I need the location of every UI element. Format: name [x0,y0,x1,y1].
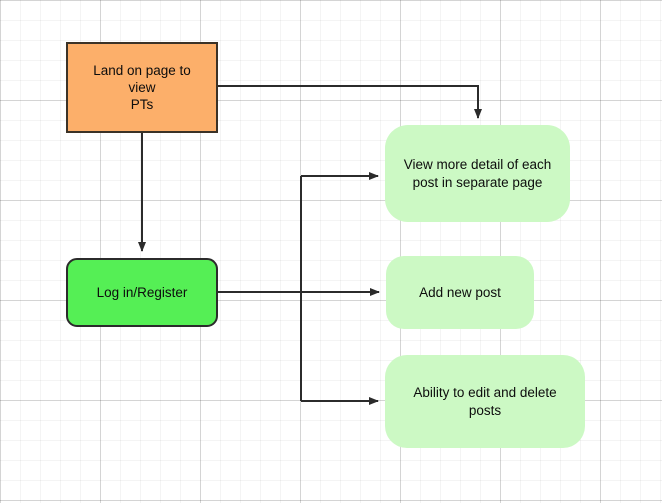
node-view-post-detail[interactable]: View more detail of each post in separat… [385,125,570,222]
edge-landing-to-detail [218,85,482,119]
node-view-post-detail-label: View more detail of each post in separat… [403,157,552,190]
node-add-new-post-label: Add new post [419,284,501,300]
node-login-register[interactable]: Log in/Register [66,258,218,327]
node-landing-page[interactable]: Land on page to view PTs [66,42,218,133]
node-edit-delete-posts[interactable]: Ability to edit and delete posts [385,355,585,448]
node-landing-page-label: Land on page to view PTs [93,62,191,113]
node-add-new-post[interactable]: Add new post [386,256,534,329]
node-login-register-label: Log in/Register [96,284,188,300]
node-edit-delete-posts-label: Ability to edit and delete posts [413,385,557,418]
